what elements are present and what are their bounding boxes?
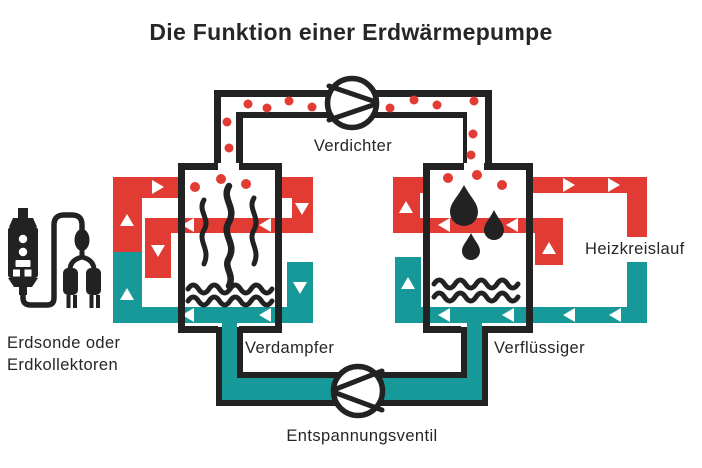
box-edge <box>239 163 282 170</box>
compressor-triangle <box>326 83 379 123</box>
heating-circuit-label: Heizkreislauf <box>585 240 685 258</box>
evaporator-label: Verdampfer <box>245 339 334 357</box>
probe-socket <box>24 269 32 277</box>
valve-triangle <box>333 368 385 413</box>
probe-stub <box>19 287 27 295</box>
steam-line <box>249 195 259 267</box>
ground-source-label-line1: Erdsonde oder <box>7 334 121 352</box>
plug <box>86 268 101 295</box>
box-edge <box>423 163 430 333</box>
box-edge <box>178 326 218 333</box>
refrigerant-dot-icon <box>224 143 234 153</box>
box-edge <box>178 163 218 170</box>
box-edge <box>178 163 185 333</box>
steam-line <box>199 197 209 267</box>
refrigerant-dot-icon <box>432 100 442 110</box>
wave-line <box>185 294 275 308</box>
refrigerant-dot-icon <box>468 129 478 139</box>
water-drop <box>450 185 478 226</box>
refrigerant-dot-icon <box>497 180 507 190</box>
compressor-label: Verdichter <box>314 137 392 155</box>
refrigerant-gas-dots <box>190 95 507 192</box>
wave-line <box>431 277 521 291</box>
wave-line <box>185 282 275 296</box>
cable-split <box>67 248 97 273</box>
cable <box>20 212 85 308</box>
refrigerant-dot-icon <box>472 170 482 180</box>
refrigerant-dot-icon <box>243 99 253 109</box>
ground-source-label-line2: Erdkollektoren <box>7 356 118 374</box>
condenser-label: Verflüssiger <box>494 339 585 357</box>
tube-channel <box>222 310 237 400</box>
water-drops-icon <box>450 185 504 260</box>
refrigerant-dot-icon <box>466 150 476 160</box>
probe-socket <box>13 269 20 277</box>
probe-base <box>8 278 38 287</box>
box-edge <box>484 163 533 170</box>
ground-loop-cold-band <box>113 307 313 323</box>
compressor-pump-icon <box>324 75 380 131</box>
plug-prong <box>89 295 94 308</box>
box-edge <box>482 326 533 333</box>
condenser-box-border <box>423 163 533 333</box>
box-edge <box>526 163 533 333</box>
refrigerant-dot-icon <box>385 103 395 113</box>
expansion-valve-icon <box>330 363 386 419</box>
tube-channel <box>221 97 236 163</box>
refrigerant-dot-icon <box>284 96 294 106</box>
water-drop <box>462 233 480 260</box>
tube-channel <box>467 310 482 400</box>
probe-light <box>18 247 28 257</box>
liquid-waves-icon <box>185 282 275 308</box>
cable-node <box>74 229 90 251</box>
refrigerant-dot-icon <box>469 96 479 106</box>
steam-line <box>223 182 235 290</box>
refrigerant-dot-icon <box>443 173 453 183</box>
refrigerant-dot-icon <box>216 174 226 184</box>
heating-loop-left-elbow-warm <box>393 193 420 233</box>
refrigerant-dot-icon <box>190 182 200 192</box>
expansion-valve-label: Entspannungsventil <box>286 427 437 445</box>
refrigerant-dot-icon <box>409 95 419 105</box>
heating-loop-cold-band <box>395 307 647 323</box>
wave-line <box>431 290 521 304</box>
water-drop <box>484 210 504 240</box>
heating-loop-outer-vertical-warm <box>627 193 647 237</box>
probe-top <box>18 208 28 218</box>
ground-loop-outer-vertical-warm <box>113 177 142 252</box>
box-edge <box>275 163 282 333</box>
box-edge <box>423 163 464 170</box>
tube-channel <box>467 97 485 163</box>
refrigerant-dot-icon <box>307 102 317 112</box>
probe-light <box>18 234 28 244</box>
plug-prong <box>96 295 100 308</box>
box-edge <box>239 326 282 333</box>
power-plug-icon <box>8 208 101 308</box>
refrigerant-dot-icon <box>241 179 251 189</box>
evaporator-box-border <box>178 163 282 333</box>
probe-slot <box>15 260 31 267</box>
refrigerant-dot-icon <box>222 117 232 127</box>
refrigerant-dot-icon <box>262 103 272 113</box>
liquid-waves-icon <box>431 277 521 304</box>
plug-prong <box>66 295 71 308</box>
plug <box>63 268 78 295</box>
box-edge <box>423 326 461 333</box>
heat-waves-icon <box>199 182 259 290</box>
probe-shoulder <box>9 218 37 227</box>
plug-prong <box>73 295 77 308</box>
page-title: Die Funktion einer Erdwärmepumpe <box>149 19 552 45</box>
